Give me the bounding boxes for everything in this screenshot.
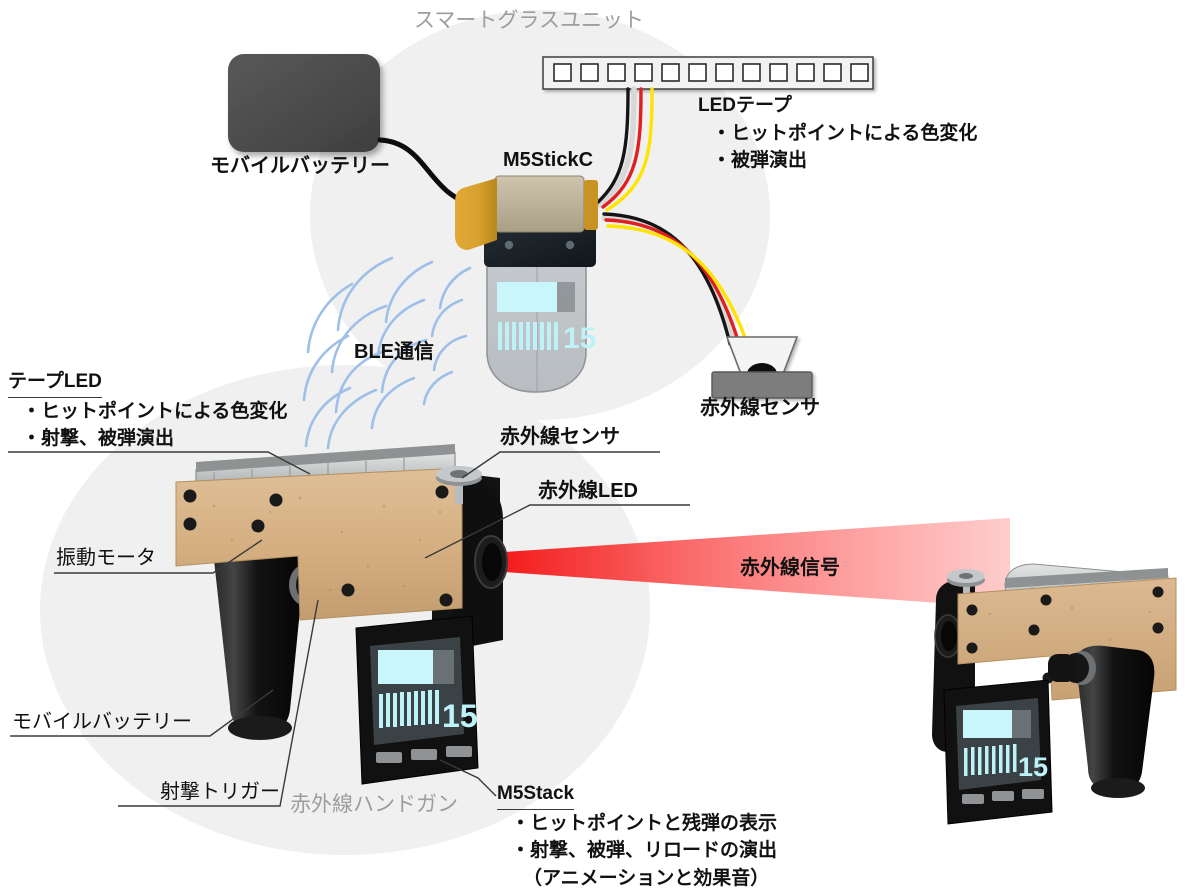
callout-led-tape-bullet-2: ・被弾演出	[712, 150, 808, 172]
ir-beam	[505, 518, 1010, 608]
callout-tape-led-title: テープLED	[8, 368, 102, 398]
label-ir-led: 赤外線LED	[538, 480, 638, 502]
label-m5stickc: M5StickC	[503, 149, 594, 171]
callout-led-tape-bullet-1: ・ヒットポイントによる色変化	[712, 122, 978, 144]
ble-waves	[302, 256, 472, 450]
glass-hud: 15	[497, 282, 596, 355]
m5stack-unit: 15	[355, 615, 479, 785]
led-tape-strip	[542, 56, 874, 90]
target-trigger	[1048, 651, 1096, 685]
handgun-ir-sensor	[436, 466, 482, 504]
wire-bundle-led-tape	[595, 86, 654, 212]
target-m5stack: 15	[943, 679, 1053, 825]
target-ir-sensor	[947, 569, 985, 602]
callout-tape-led-bullet-2: ・射撃、被弾演出	[22, 428, 175, 450]
ir-led-muzzle	[474, 535, 508, 589]
label-ir-signal: 赤外線信号	[740, 557, 840, 579]
callout-tape-led-bullet-1: ・ヒットポイントによる色変化	[22, 400, 288, 422]
label-ir-sensor-handgun: 赤外線センサ	[500, 426, 620, 448]
group-title-ir-handgun: 赤外線ハンドガン	[290, 793, 458, 816]
mobile-battery-upper	[228, 54, 380, 152]
callout-m5stack-bullet-3: （アニメーションと効果音）	[523, 867, 770, 889]
label-shooting-trigger: 射撃トリガー	[160, 781, 280, 803]
label-mobile-battery-handgun: モバイルバッテリー	[12, 711, 192, 733]
callout-m5stack: M5Stack ・ヒットポイントと残弾の表示 ・射撃、被弾、リロードの演出 （ア…	[497, 780, 777, 892]
callout-led-tape-title: LEDテープ	[698, 95, 792, 116]
callout-m5stack-title: M5Stack	[497, 780, 575, 810]
callout-led-tape: LEDテープ ・ヒットポイントによる色変化 ・被弾演出	[698, 92, 977, 175]
wire-bundle-ir-sensor	[601, 212, 751, 351]
target-hud-ammo: 15	[1018, 752, 1048, 782]
callout-m5stack-bullet-1: ・ヒットポイントと残弾の表示	[511, 812, 778, 834]
callout-tape-led: テープLED ・ヒットポイントによる色変化 ・射撃、被弾演出	[8, 368, 287, 453]
smart-glass-assembly: 15	[455, 175, 598, 393]
callout-m5stack-bullet-2: ・射撃、被弾、リロードの演出	[511, 840, 778, 862]
label-vibration-motor: 振動モータ	[56, 547, 156, 569]
handgun-main: 15	[175, 444, 508, 785]
m5stack-hud-ammo: 15	[442, 698, 478, 734]
glass-hud-ammo: 15	[563, 322, 596, 355]
group-title-smart-glass-unit: スマートグラスユニット	[414, 9, 644, 32]
label-ir-sensor-upper: 赤外線センサ	[700, 397, 820, 419]
label-ble-communication: BLE通信	[354, 341, 434, 363]
leader-lines	[8, 451, 690, 807]
handgun-target: 15	[932, 563, 1177, 825]
ir-sensor-module-upper	[711, 336, 813, 399]
label-mobile-battery-upper: モバイルバッテリー	[210, 155, 390, 177]
